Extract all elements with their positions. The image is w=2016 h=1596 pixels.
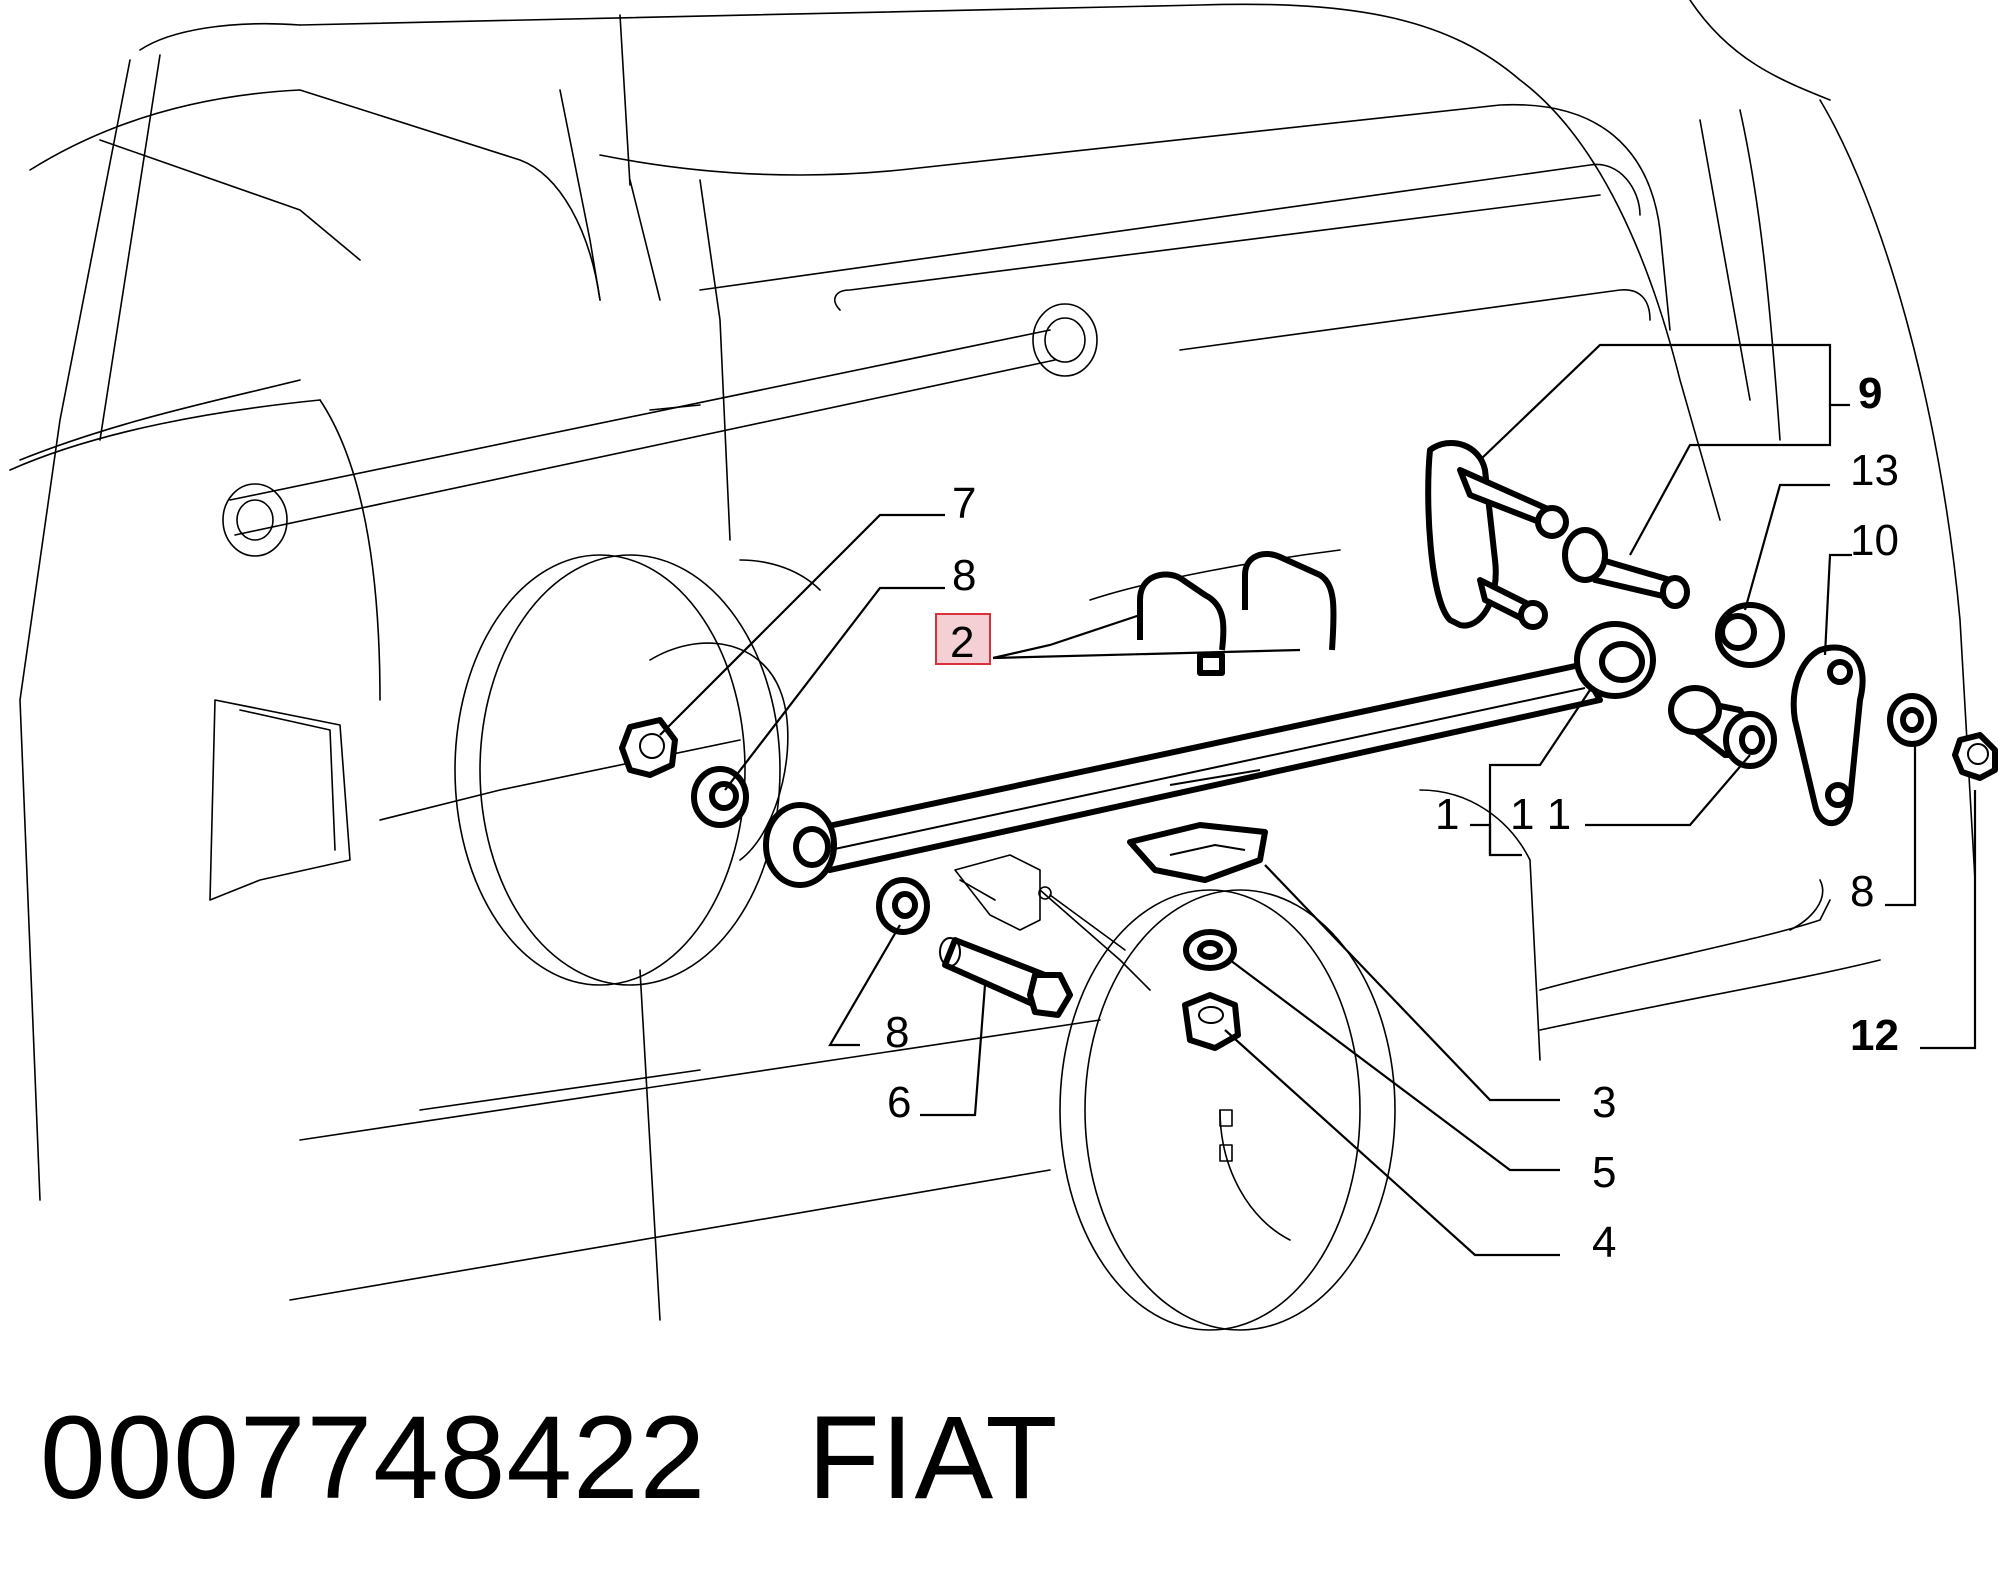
part-number: 0007748422 [40, 1392, 707, 1524]
callout-12[interactable]: 12 [1850, 1011, 1899, 1060]
background-torsion-bar [222, 303, 1098, 557]
nut-4[interactable] [1182, 992, 1241, 1051]
nut-12[interactable] [1952, 732, 1998, 781]
callout-8-right[interactable]: 8 [1850, 867, 1874, 916]
callout-5[interactable]: 5 [1592, 1148, 1616, 1197]
callout-2-highlight-box [935, 613, 991, 665]
callout-4[interactable]: 4 [1592, 1218, 1616, 1267]
vehicle-body-outline [9, 0, 1976, 1321]
leaf-spring[interactable] [763, 621, 1656, 888]
callout-11[interactable]: 1 1 [1510, 790, 1571, 839]
left-wheel [454, 554, 821, 986]
washer-left-bottom[interactable] [876, 877, 930, 935]
part-caption: 0007748422 FIAT [40, 1390, 1059, 1526]
spring-hanger-bracket[interactable] [1425, 439, 1569, 630]
callout-leader-lines [659, 343, 1977, 1257]
washer-5[interactable] [1183, 929, 1237, 971]
callout-8-top[interactable]: 8 [952, 551, 976, 600]
callout-9[interactable]: 9 [1858, 369, 1882, 418]
callout-7[interactable]: 7 [952, 479, 976, 528]
callout-8-bottom[interactable]: 8 [885, 1008, 909, 1057]
bump-stop-bracket [954, 854, 1151, 991]
spring-plate[interactable] [1127, 822, 1268, 883]
callout-13[interactable]: 13 [1850, 446, 1899, 495]
bolt-6[interactable] [939, 937, 1073, 1018]
shackle-plate[interactable] [1790, 644, 1866, 827]
u-bolt-pair[interactable] [1137, 551, 1337, 676]
callout-labels: 7 8 2 9 13 10 1 1 1 8 8 12 6 3 5 4 [885, 369, 1899, 1267]
right-wheel [1059, 889, 1396, 1331]
washer-left-top[interactable] [691, 766, 749, 828]
callout-6[interactable]: 6 [887, 1078, 911, 1127]
callout-2[interactable]: 2 [950, 618, 974, 667]
shackle-pin[interactable] [1562, 527, 1690, 609]
callout-1[interactable]: 1 [1435, 790, 1459, 839]
washer-right[interactable] [1887, 693, 1937, 747]
brand-name: FIAT [807, 1392, 1059, 1524]
bushing-11[interactable] [1668, 685, 1777, 769]
bushing-13[interactable] [1715, 602, 1785, 668]
callout-10[interactable]: 10 [1850, 516, 1899, 565]
callout-3[interactable]: 3 [1592, 1078, 1616, 1127]
